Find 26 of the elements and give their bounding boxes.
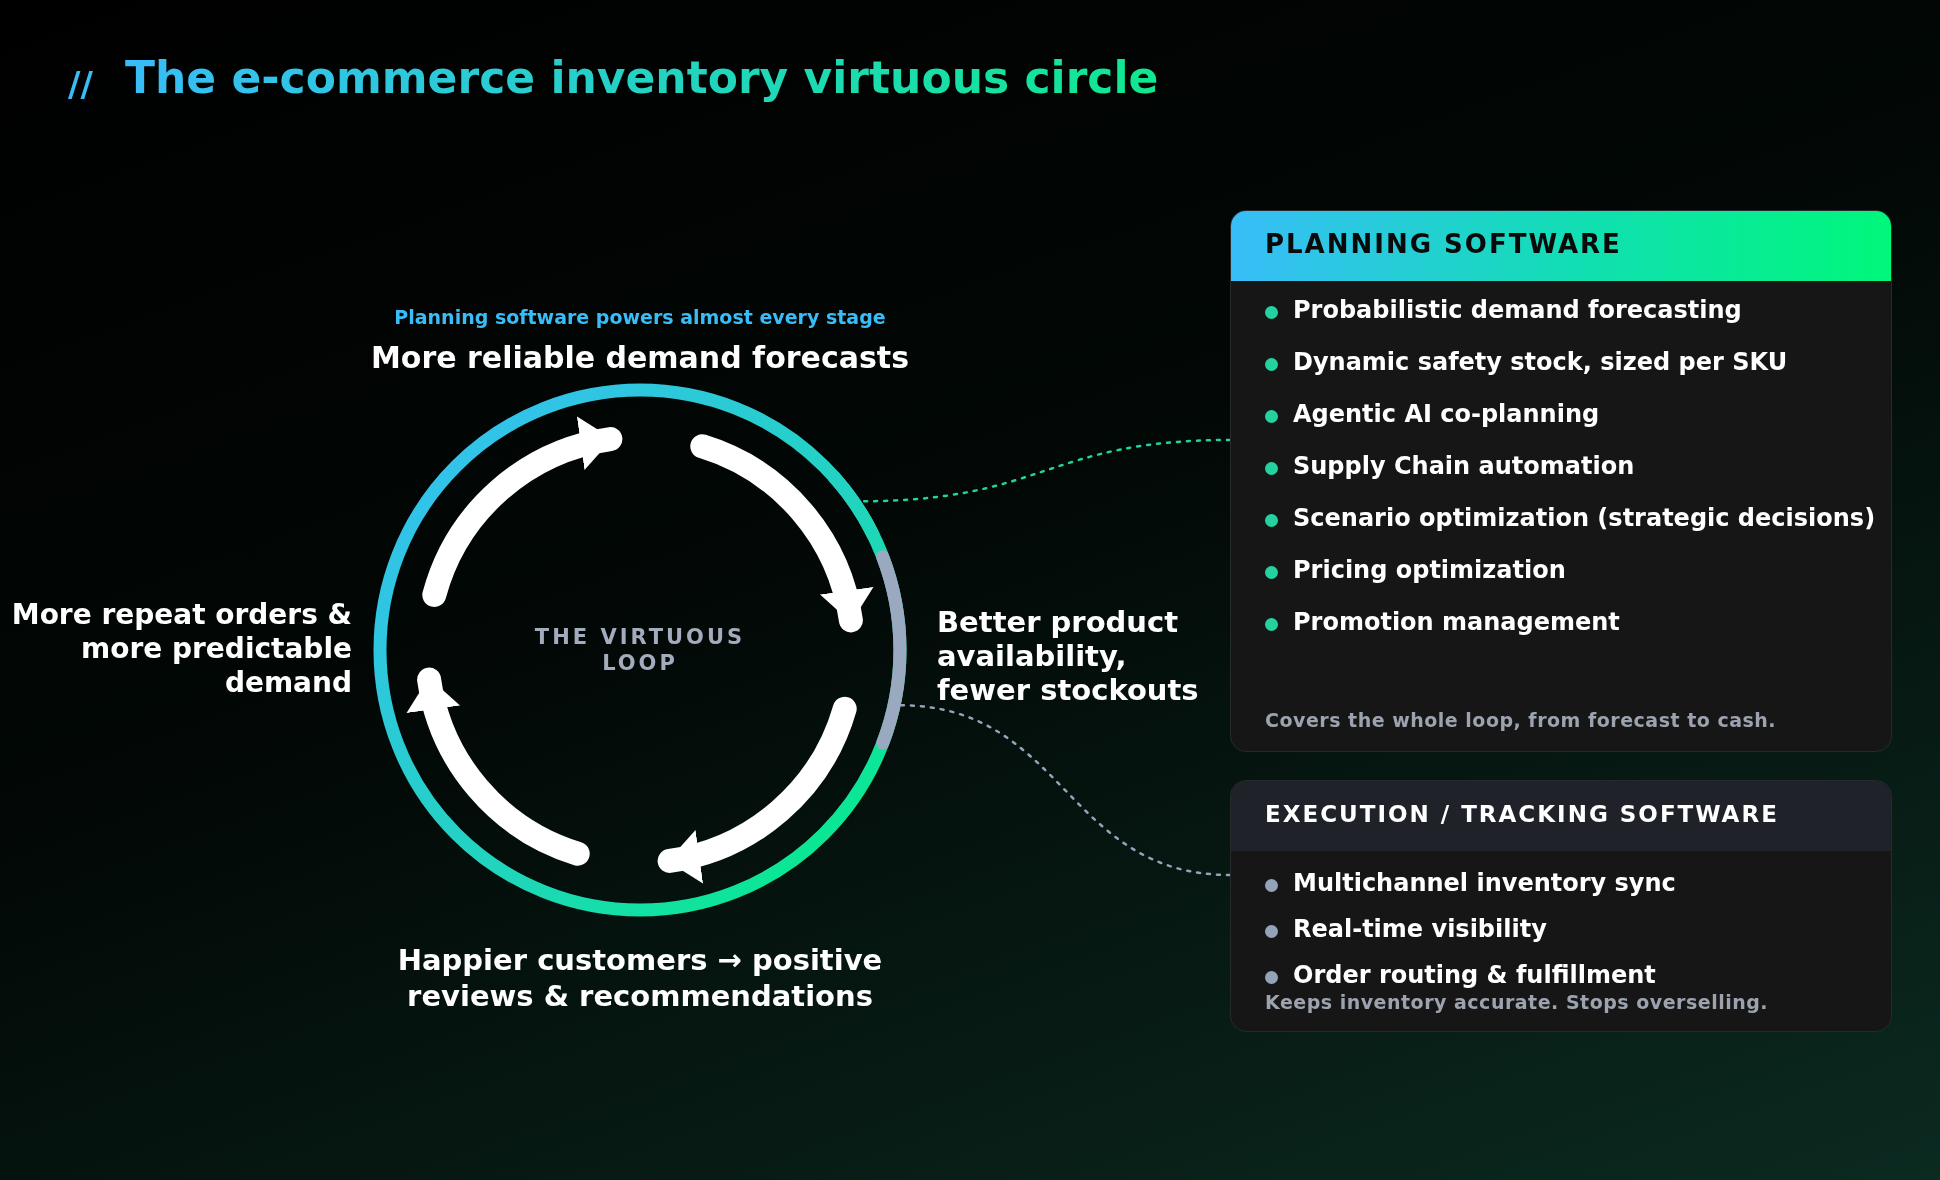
card-background bbox=[1230, 780, 1892, 1032]
ring-segment bbox=[876, 550, 907, 750]
card-footnote: Keeps inventory accurate. Stops overselling. bbox=[1265, 991, 1768, 1013]
loop-title: THE VIRTUOUS LOOP bbox=[533, 624, 747, 676]
stage-label: More repeat orders & more predictable demand bbox=[10, 598, 352, 700]
list-item: Supply Chain automation bbox=[1293, 452, 1635, 480]
list-item: Dynamic safety stock, sized per SKU bbox=[1293, 348, 1788, 376]
list-item: Promotion management bbox=[1293, 608, 1620, 636]
list-item: Pricing optimization bbox=[1293, 556, 1566, 584]
list-item: Order routing & fulfillment bbox=[1293, 961, 1656, 989]
stage-label: More reliable demand forecasts bbox=[369, 340, 910, 375]
ring-segment bbox=[828, 471, 880, 540]
stage-label: Better product availability, fewer stockouts bbox=[937, 605, 1200, 707]
list-item: Multichannel inventory sync bbox=[1293, 869, 1676, 897]
card-heading: EXECUTION / TRACKING SOFTWARE bbox=[1265, 801, 1779, 828]
list-item: Probabilistic demand forecasting bbox=[1293, 296, 1742, 324]
stage-label: Happier customers → positive reviews & recommendations bbox=[396, 942, 884, 1014]
list-item: Scenario optimization (strategic decisions) bbox=[1293, 504, 1876, 532]
card-heading: PLANNING SOFTWARE bbox=[1265, 229, 1622, 260]
card-background bbox=[1230, 210, 1892, 752]
list-item: Agentic AI co-planning bbox=[1293, 400, 1600, 428]
card-footnote: Covers the whole loop, from forecast to cash. bbox=[1265, 709, 1777, 731]
leader-line bbox=[898, 704, 1232, 877]
title-mark: // bbox=[68, 64, 93, 104]
list-item: Real-time visibility bbox=[1293, 915, 1547, 943]
subtitle: Planning software powers almost every stage bbox=[393, 306, 887, 328]
